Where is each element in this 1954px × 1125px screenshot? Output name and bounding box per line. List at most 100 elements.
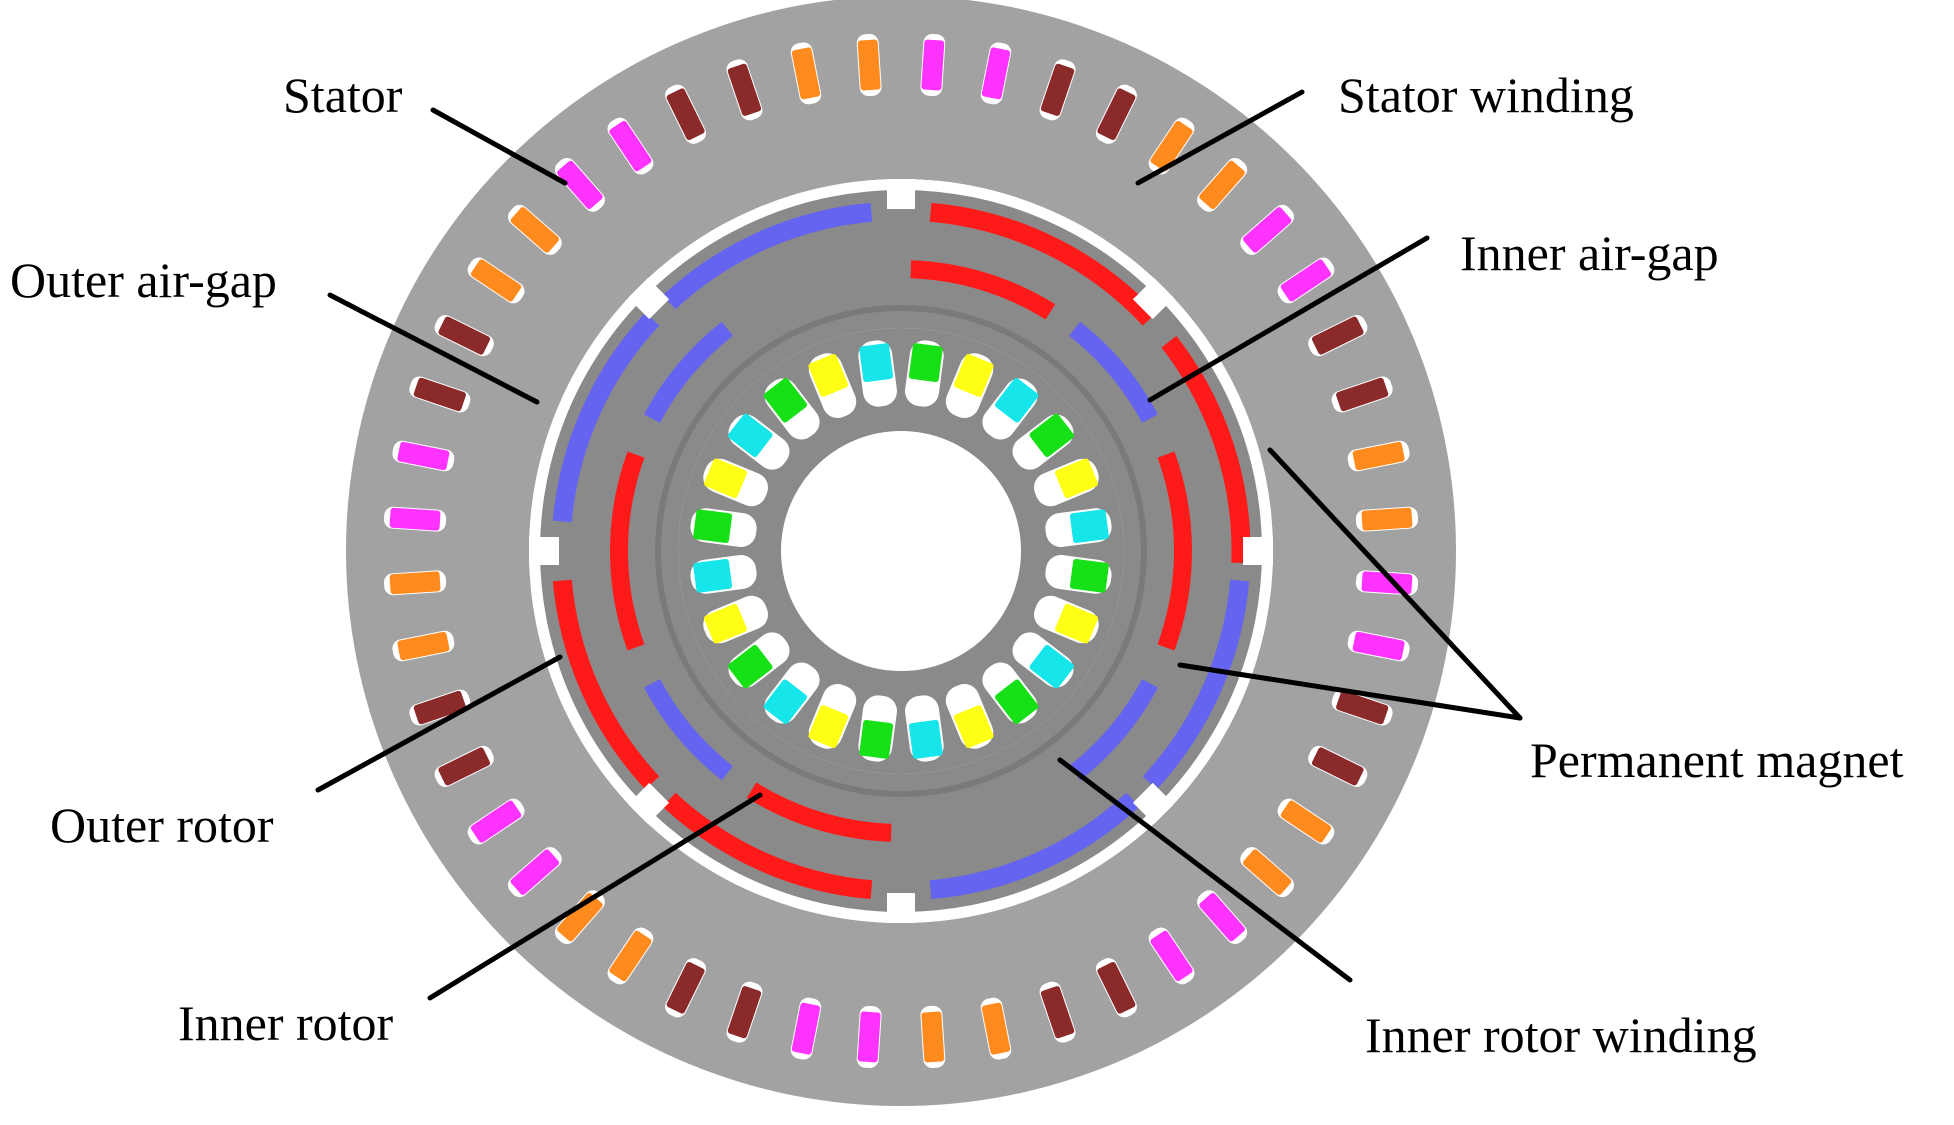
outer-rotor-bridge	[1132, 782, 1174, 824]
label-outer-rotor: Outer rotor	[50, 797, 274, 853]
outer-rotor-iron	[540, 190, 1262, 912]
stator-winding-coil	[1352, 631, 1405, 661]
stator-winding-coil	[1311, 316, 1364, 355]
inner-rotor-slot	[982, 662, 1039, 724]
inner-rotor-coil	[808, 354, 849, 397]
stator-slot	[1347, 630, 1410, 662]
stator-winding-coil	[1097, 961, 1136, 1014]
stator-slot	[1039, 59, 1076, 121]
inner-rotor-slot	[763, 662, 820, 724]
inner-rotor-coil	[953, 354, 994, 397]
bridge-opening	[628, 782, 670, 824]
leader-line	[1135, 89, 1305, 186]
inner-rotor-iron	[678, 328, 1124, 774]
label-permanent-magnet: Permanent magnet	[1530, 732, 1904, 788]
stator-winding-coil	[857, 39, 881, 91]
permanent-magnet	[644, 321, 734, 423]
stator-slot	[383, 506, 447, 532]
permanent-magnet	[644, 679, 734, 781]
stator-winding-coil	[413, 377, 466, 412]
stator-slot	[392, 440, 455, 472]
stator-slot	[409, 376, 471, 413]
stator-slot	[554, 890, 605, 945]
stator-winding-coil	[397, 441, 450, 471]
permanent-magnet	[1161, 335, 1251, 564]
stator-winding-coil	[1336, 690, 1389, 725]
outer-rotor-bridge	[628, 278, 670, 320]
stator-winding-coil	[727, 63, 762, 116]
inner-rotor-slot	[982, 378, 1039, 440]
stator-winding-coil	[921, 39, 945, 91]
stator-winding-coil	[981, 47, 1011, 100]
stator-winding-coil	[510, 207, 560, 253]
stator-slot	[1197, 890, 1248, 945]
inner-rotor-coil	[1069, 558, 1109, 593]
stator-slot	[1148, 927, 1195, 985]
stator-winding-coil	[1040, 63, 1075, 116]
stator-slot	[665, 84, 707, 144]
stator-winding-coil	[1097, 88, 1136, 141]
inner-rotor-slot	[728, 413, 790, 470]
stator-winding-coil	[1311, 747, 1364, 786]
stator-slot	[467, 257, 525, 304]
permanent-magnet	[929, 202, 1157, 326]
stator-slot	[1355, 506, 1419, 532]
stator-winding-coil	[389, 507, 441, 531]
inner-rotor-slots	[690, 340, 1112, 762]
inner-rotor-slot	[728, 632, 790, 689]
inner-rotor-coil	[728, 413, 773, 457]
stator-winding-coil	[1352, 441, 1405, 471]
permanent-magnet	[910, 260, 1056, 320]
inner-rotor-slot	[858, 695, 897, 762]
permanent-magnet	[552, 579, 660, 790]
inner-rotor-slot	[703, 595, 769, 644]
inner-rotor-slot	[690, 508, 757, 547]
leader-line	[1267, 447, 1523, 721]
leader-line	[1177, 662, 1523, 721]
inner-rotor-coil	[704, 458, 747, 499]
stator-winding-coil	[389, 571, 441, 595]
stator-slot	[1331, 376, 1393, 413]
stator-slot	[392, 630, 455, 662]
stator-winding-coil	[470, 259, 522, 302]
outer-rotor-bridge	[529, 537, 559, 565]
stator-slot	[856, 1005, 882, 1069]
stator-slot	[726, 59, 763, 121]
stator-winding-coil	[857, 1011, 881, 1063]
stator-slot	[409, 689, 471, 726]
stator-winding-coil	[557, 160, 603, 210]
leader-line	[430, 107, 568, 186]
stator-slot	[1308, 745, 1368, 787]
stator-winding-coil	[397, 631, 450, 661]
permanent-magnet	[929, 792, 1140, 900]
stator-winding-coil	[1242, 849, 1292, 895]
inner-rotor-coil	[908, 719, 943, 759]
stator-winding-coil	[666, 88, 705, 141]
stator-slot	[434, 745, 494, 787]
stator-winding-coil	[727, 986, 762, 1039]
outer-rotor-bridge	[628, 782, 670, 824]
stator-winding-coil	[1040, 986, 1075, 1039]
leader-line	[327, 292, 540, 405]
leader-line	[315, 654, 563, 793]
permanent-magnet	[1157, 451, 1192, 651]
inner-rotor-coil	[728, 645, 773, 689]
stator-slot	[920, 33, 946, 97]
inner-rotor-coil	[859, 343, 894, 383]
stator-slot	[1308, 315, 1368, 357]
inner-rotor-slot	[690, 555, 757, 594]
stator-winding-coil	[1336, 377, 1389, 412]
inner-rotor-slot	[858, 340, 897, 407]
label-stator: Stator	[283, 67, 403, 123]
stator-core	[346, 0, 1456, 1106]
stator-slot	[856, 33, 882, 97]
stator-slots	[383, 33, 1419, 1069]
stator-slot	[920, 1005, 946, 1069]
stator-slot	[980, 42, 1012, 105]
inner-rotor-coil	[763, 679, 807, 724]
inner-rotor-slot	[1033, 595, 1099, 644]
leader-line	[427, 792, 763, 1001]
outer-rotor-bridge	[1132, 278, 1174, 320]
inner-rotor-coil	[1029, 413, 1074, 457]
